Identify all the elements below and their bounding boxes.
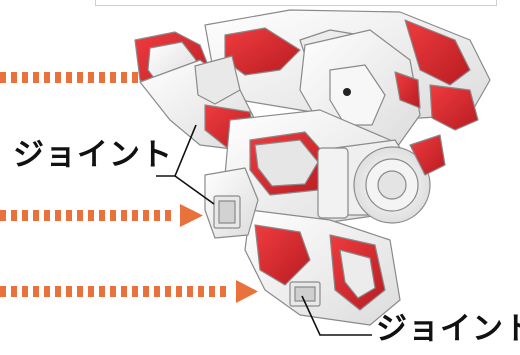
joint-label-upper: ジョイント [13,137,173,173]
leader-line-upper [156,124,215,205]
arrow-middle [0,204,203,227]
robot-body [134,9,491,326]
arrow-bottom [0,280,258,303]
leader-line-lower [301,295,372,336]
top-frame-edge [95,0,497,6]
joint-label-lower: ジョイント [376,311,520,347]
